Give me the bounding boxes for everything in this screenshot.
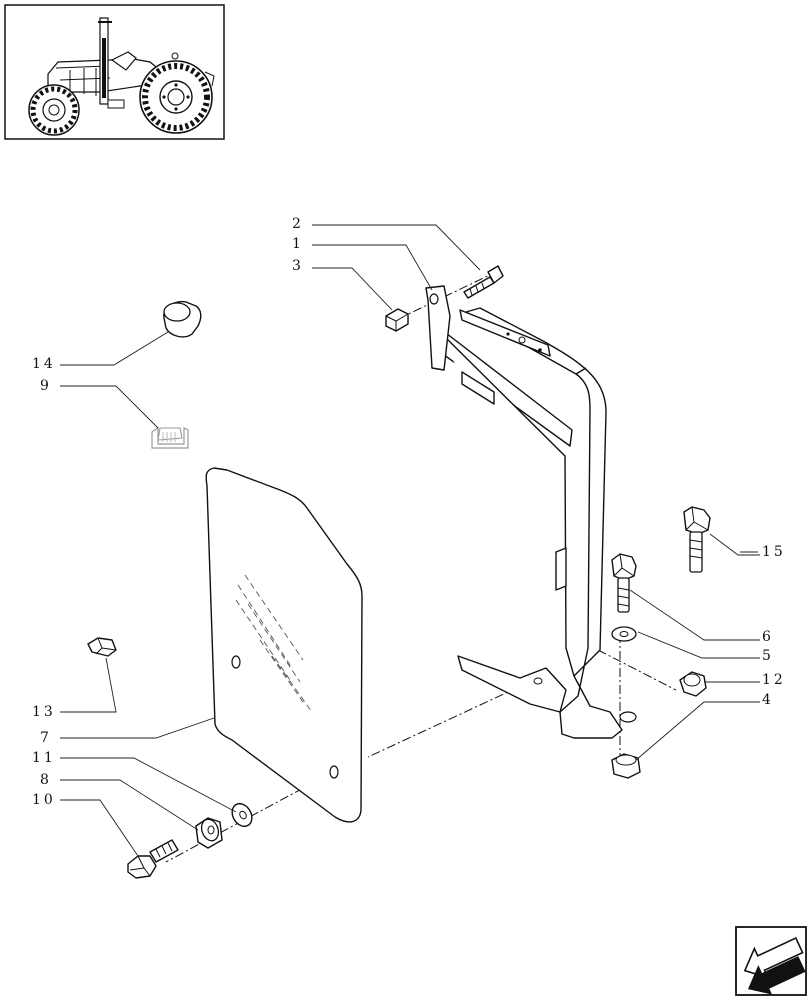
- callout-2: 2: [292, 216, 304, 232]
- part-8-spacer[interactable]: [195, 817, 223, 849]
- part-2-bolt[interactable]: [463, 265, 504, 299]
- part-12-nut[interactable]: [679, 671, 707, 697]
- callout-9: 9: [40, 378, 52, 394]
- part-4-nut[interactable]: [611, 753, 641, 779]
- next-page-arrow-icon: [743, 937, 806, 995]
- next-page-button[interactable]: [735, 926, 807, 1000]
- part-10-bolt[interactable]: [127, 839, 179, 879]
- callout-14: 14: [32, 356, 56, 372]
- callout-5: 5: [762, 648, 774, 664]
- part-13-pin[interactable]: [87, 637, 117, 657]
- tractor-thumbnail[interactable]: [4, 4, 225, 140]
- part-9-clip[interactable]: [151, 426, 189, 449]
- callout-3: 3: [292, 258, 304, 274]
- part-6-bolt[interactable]: [611, 553, 637, 613]
- callout-8: 8: [40, 772, 52, 788]
- callout-15: 15: [762, 544, 786, 560]
- part-11-washer[interactable]: [228, 800, 256, 830]
- callout-11: 11: [32, 750, 56, 766]
- callout-4: 4: [762, 692, 774, 708]
- part-5-washer[interactable]: [611, 626, 637, 642]
- callout-10: 10: [32, 792, 56, 808]
- part-15-bolt[interactable]: [683, 506, 711, 573]
- callout-13: 13: [32, 704, 56, 720]
- callout-1: 1: [292, 236, 304, 252]
- part-14-cap[interactable]: [163, 300, 202, 338]
- part-3-nut[interactable]: [385, 308, 409, 332]
- callout-12: 12: [762, 672, 786, 688]
- tractor-thumbnail-icon: [28, 17, 215, 136]
- callout-7: 7: [40, 730, 52, 746]
- callout-6: 6: [762, 629, 774, 645]
- part-7-glass-panel[interactable]: [205, 467, 363, 823]
- part-1-bracket[interactable]: [425, 285, 637, 739]
